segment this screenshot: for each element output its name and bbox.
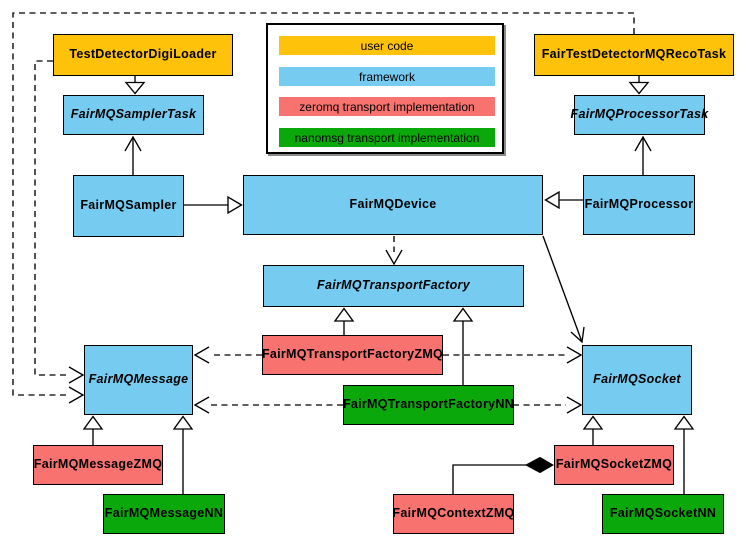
edge-socket-zmq-to-socket: [582, 415, 604, 445]
legend-item-user-code: user code: [279, 36, 495, 55]
edge-message-zmq-to-message: [82, 415, 104, 445]
class-box-fairmq-message: FairMQMessage: [84, 345, 193, 415]
edge-message-nn-to-message: [172, 415, 194, 494]
edge-digi-loader-to-sampler-task: [124, 76, 146, 95]
class-box-fairmq-socket-nn: FairMQSocketNN: [602, 494, 724, 534]
edge-processor-to-device: [544, 190, 583, 210]
legend-item-framework: framework: [279, 67, 495, 86]
legend-label: nanomsg transport implementation: [294, 130, 480, 145]
legend-item-nanomsg: nanomsg transport implementation: [279, 128, 495, 147]
edge-transport-factory-zmq-to-transport-factory: [333, 307, 355, 335]
class-box-fair-test-detector-mq-reco-task: FairTestDetectorMQRecoTask: [534, 34, 734, 76]
class-box-fairmq-socket-zmq: FairMQSocketZMQ: [554, 445, 674, 485]
edge-digi-loader-to-message: [34, 60, 85, 384]
class-box-fairmq-processor-task: FairMQProcessorTask: [571, 95, 708, 135]
edge-sampler-to-device: [184, 195, 243, 215]
edge-processor-to-processor-task: [634, 135, 652, 175]
class-box-fairmq-message-zmq: FairMQMessageZMQ: [33, 445, 163, 485]
edge-transport-factory-zmq-to-socket: [443, 346, 583, 364]
class-box-fairmq-sampler-task: FairMQSamplerTask: [63, 95, 204, 135]
class-box-fairmq-transport-factory-zmq: FairMQTransportFactoryZMQ: [262, 335, 443, 375]
edge-transport-factory-nn-to-transport-factory: [452, 307, 474, 385]
edge-reco-task-to-message: [12, 12, 635, 404]
edge-context-zmq-to-socket-zmq: [452, 456, 555, 494]
class-box-fairmq-transport-factory: FairMQTransportFactory: [263, 265, 524, 307]
class-box-fairmq-processor: FairMQProcessor: [583, 175, 695, 235]
edge-transport-factory-zmq-to-message: [193, 346, 262, 364]
edge-reco-task-to-processor-task: [628, 76, 650, 95]
edge-transport-factory-nn-to-socket: [513, 396, 583, 414]
edge-sampler-to-sampler-task: [124, 135, 142, 175]
class-box-fairmq-context-zmq: FairMQContextZMQ: [392, 494, 514, 534]
edge-device-to-socket: [542, 235, 585, 344]
class-box-fairmq-message-nn: FairMQMessageNN: [103, 494, 225, 534]
class-box-test-detector-digi-loader: TestDetectorDigiLoader: [53, 34, 233, 76]
class-box-fairmq-socket: FairMQSocket: [582, 345, 692, 415]
legend-label: zeromq transport implementation: [299, 99, 475, 114]
class-box-fairmq-transport-factory-nn: FairMQTransportFactoryNN: [343, 385, 514, 425]
legend-label: framework: [358, 69, 415, 84]
class-box-fairmq-device: FairMQDevice: [243, 175, 543, 235]
legend: user code framework zeromq transport imp…: [266, 23, 504, 154]
legend-item-zeromq: zeromq transport implementation: [279, 97, 495, 116]
legend-label: user code: [360, 38, 414, 53]
edge-device-to-transport-factory: [385, 236, 403, 266]
class-box-fairmq-sampler: FairMQSampler: [73, 175, 184, 237]
edge-socket-nn-to-socket: [673, 415, 695, 494]
edge-transport-factory-nn-to-message: [193, 396, 343, 414]
